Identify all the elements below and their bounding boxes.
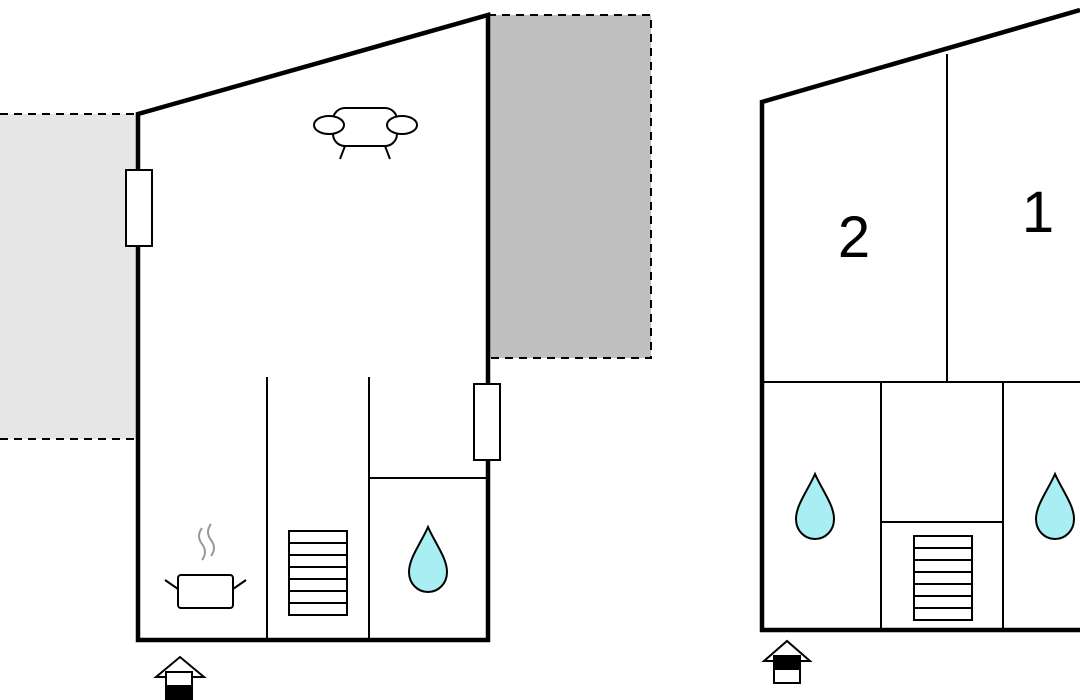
terrace-left <box>0 114 138 439</box>
cooking-pot-icon <box>164 523 247 609</box>
upper-floor-outer-wall <box>759 7 1080 633</box>
bedroom-2-label: 2 <box>838 205 870 270</box>
sofa-icon <box>313 107 418 160</box>
entrance-icon <box>761 639 813 684</box>
stairs-icon <box>288 530 348 616</box>
water-drop-icon <box>1034 471 1076 541</box>
entrance-icon <box>153 655 207 700</box>
terrace-left-outline <box>0 113 138 440</box>
terrace-right <box>488 15 651 358</box>
stairs-icon <box>913 535 973 621</box>
water-drop-icon <box>407 524 449 594</box>
ground-floor-plan <box>0 12 652 700</box>
water-drop-icon <box>794 471 836 541</box>
left-window <box>125 169 153 247</box>
upper-floor-plan: 2 1 <box>759 7 1080 684</box>
bedroom-1-label: 1 <box>1022 180 1054 245</box>
ground-floor-outer-wall <box>135 12 491 643</box>
right-door <box>473 383 501 461</box>
